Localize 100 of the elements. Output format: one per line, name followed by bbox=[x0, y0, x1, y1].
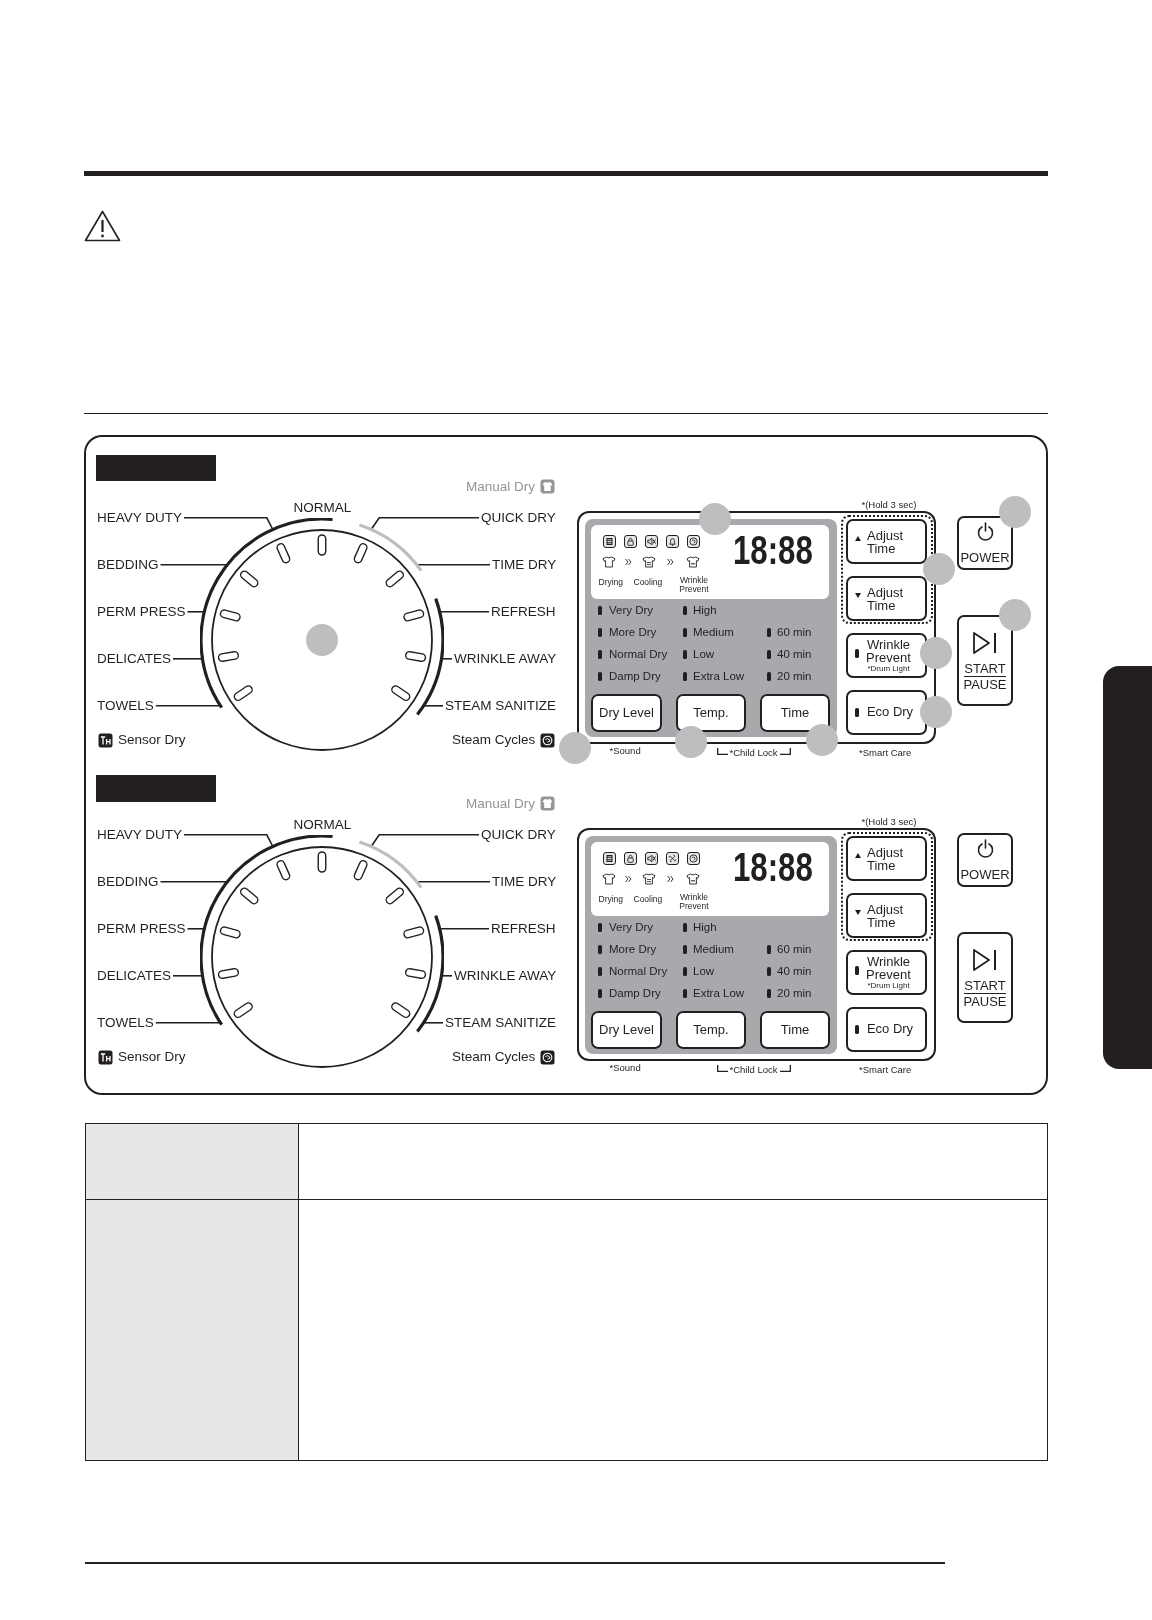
footnote-label: *Sound bbox=[609, 1062, 641, 1074]
leader-line bbox=[422, 1022, 444, 1024]
indicator-label: Low bbox=[693, 648, 715, 662]
cycle-label: DELICATES bbox=[97, 968, 172, 984]
cycle-label: NORMAL bbox=[293, 500, 352, 516]
power-button: POWER bbox=[957, 833, 1013, 887]
indicator-label: 40 min bbox=[777, 648, 812, 662]
indicator-label: 60 min bbox=[777, 943, 812, 957]
callout-circle bbox=[806, 724, 838, 756]
wrinkle-prevent-button: Wrinkle Prevent *Drum Light bbox=[846, 950, 927, 995]
indicator-label: 20 min bbox=[777, 986, 812, 1000]
indicator-label: Low bbox=[693, 965, 715, 979]
control-panel bbox=[577, 828, 936, 1061]
cycle-label: PERM PRESS bbox=[97, 604, 186, 620]
indicator-label: 40 min bbox=[777, 965, 812, 979]
cycle-label: STEAM SANITIZE bbox=[445, 1015, 556, 1031]
adjust-time-down-button: Adjust Time bbox=[846, 576, 927, 621]
leader-line bbox=[440, 975, 453, 977]
eco-dry-button: Eco Dry bbox=[846, 690, 927, 735]
indicator-label: Very Dry bbox=[609, 604, 654, 618]
time-button: Time bbox=[760, 694, 830, 732]
leader-line bbox=[155, 1022, 222, 1024]
start-pause-button: START PAUSE bbox=[957, 615, 1013, 706]
callout-circle bbox=[699, 503, 731, 535]
cycle-label: HEAVY DUTY bbox=[97, 510, 183, 526]
indicator-label: Medium bbox=[693, 943, 734, 957]
mode-label: Manual Dry bbox=[466, 795, 536, 811]
indicator-label: High bbox=[693, 921, 717, 935]
digit-readout: 18:88 bbox=[733, 850, 813, 884]
indicator-label: 20 min bbox=[777, 669, 812, 683]
dry-level-button: Dry Level bbox=[591, 694, 662, 732]
status-label: Drying bbox=[598, 578, 624, 588]
mode-label: Steam Cycles bbox=[452, 1049, 536, 1065]
leader-line bbox=[416, 564, 491, 566]
leader-line bbox=[172, 975, 204, 977]
cycle-label: REFRESH bbox=[491, 921, 556, 937]
leader-line bbox=[438, 611, 490, 613]
status-label: Cooling bbox=[633, 895, 663, 905]
leader-line bbox=[172, 658, 204, 660]
temperature-button: Temp. bbox=[676, 1011, 746, 1049]
indicator-label: Extra Low bbox=[693, 986, 745, 1000]
adjust-time-up-button: Adjust Time bbox=[846, 519, 927, 564]
cycle-label: NORMAL bbox=[293, 817, 352, 833]
indicator-label: Extra Low bbox=[693, 669, 745, 683]
leader-line bbox=[370, 834, 480, 848]
leader-line bbox=[183, 834, 274, 848]
dry-level-button: Dry Level bbox=[591, 1011, 662, 1049]
leader-line bbox=[186, 928, 206, 930]
cycle-label: QUICK DRY bbox=[481, 827, 556, 843]
footnote-label: *(Hold 3 sec) bbox=[861, 816, 917, 828]
button-group-outline bbox=[841, 515, 933, 624]
leader-line bbox=[159, 881, 228, 883]
wrinkle-prevent-button: Wrinkle Prevent *Drum Light bbox=[846, 633, 927, 678]
lcd-screen bbox=[591, 525, 829, 599]
cycle-label: TOWELS bbox=[97, 698, 154, 714]
power-button: POWER bbox=[957, 516, 1013, 570]
indicator-label: Damp Dry bbox=[609, 986, 661, 1000]
cycle-label: PERM PRESS bbox=[97, 921, 186, 937]
cycle-label: TIME DRY bbox=[492, 557, 557, 573]
footnote-label: *(Hold 3 sec) bbox=[861, 499, 917, 511]
callout-circle bbox=[999, 496, 1031, 528]
footnote-label: *Child Lock bbox=[729, 747, 778, 759]
mode-label: Steam Cycles bbox=[452, 732, 536, 748]
cycle-label: BEDDING bbox=[97, 557, 159, 573]
start-pause-button: START PAUSE bbox=[957, 932, 1013, 1023]
indicator-label: Normal Dry bbox=[609, 965, 668, 979]
mode-label: Sensor Dry bbox=[118, 1049, 186, 1065]
leader-line bbox=[183, 517, 274, 531]
leader-line bbox=[422, 705, 444, 707]
indicator-label: 60 min bbox=[777, 626, 812, 640]
mode-label: Manual Dry bbox=[466, 478, 536, 494]
cycle-label: TIME DRY bbox=[492, 874, 557, 890]
leader-line bbox=[370, 517, 480, 531]
indicator-label: More Dry bbox=[609, 626, 657, 640]
cycle-label: STEAM SANITIZE bbox=[445, 698, 556, 714]
lcd-screen bbox=[591, 842, 829, 916]
callout-circle bbox=[920, 637, 952, 669]
cycle-label: TOWELS bbox=[97, 1015, 154, 1031]
display-panel bbox=[585, 836, 837, 1054]
leader-line bbox=[159, 564, 228, 566]
mode-label: Sensor Dry bbox=[118, 732, 186, 748]
cycle-label: BEDDING bbox=[97, 874, 159, 890]
leader-line bbox=[416, 881, 491, 883]
adjust-time-up-button: Adjust Time bbox=[846, 836, 927, 881]
callout-circle bbox=[675, 726, 707, 758]
status-label: Drying bbox=[598, 895, 624, 905]
indicator-label: More Dry bbox=[609, 943, 657, 957]
cycle-label: WRINKLE AWAY bbox=[454, 651, 557, 667]
leader-line bbox=[155, 705, 222, 707]
status-label: Wrinkle Prevent bbox=[678, 893, 710, 911]
callout-circle bbox=[559, 732, 591, 764]
footnote-label: *Sound bbox=[609, 745, 641, 757]
control-panel bbox=[577, 511, 936, 744]
indicator-label: Very Dry bbox=[609, 921, 654, 935]
indicator-label: Damp Dry bbox=[609, 669, 661, 683]
callout-circle bbox=[999, 599, 1031, 631]
panel-frame bbox=[84, 435, 1048, 1095]
callout-circle bbox=[306, 624, 338, 656]
indicator-label: Normal Dry bbox=[609, 648, 668, 662]
time-button: Time bbox=[760, 1011, 830, 1049]
